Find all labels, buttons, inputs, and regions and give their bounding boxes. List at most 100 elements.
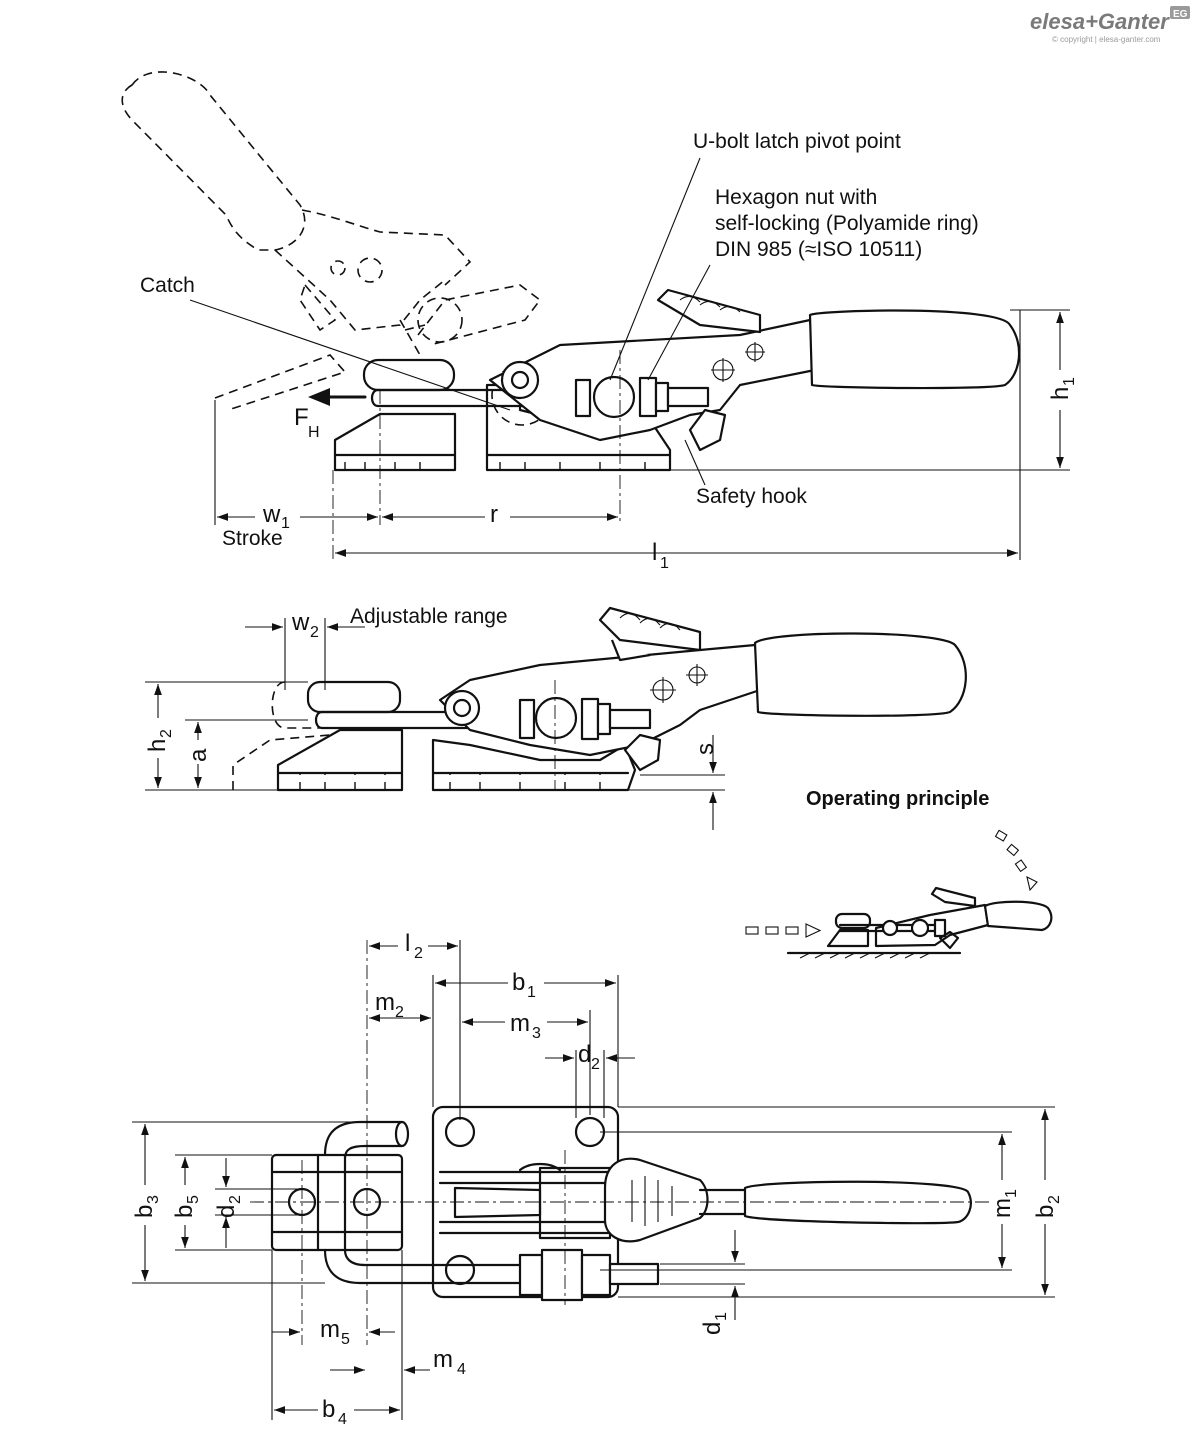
dim-a: a: [185, 748, 212, 762]
svg-text:b: b: [171, 1205, 198, 1218]
dim-b5-sub: 5: [185, 1195, 202, 1204]
mount-hole-tr: [574, 1116, 606, 1148]
dim-d1-sub: 1: [713, 1312, 730, 1321]
label-catch: Catch: [140, 274, 195, 297]
svg-text:2: 2: [395, 1004, 404, 1021]
brand-name-part1: elesa: [1030, 9, 1085, 34]
svg-text:5: 5: [185, 1195, 202, 1204]
dim-l2-sub: 2: [414, 945, 423, 962]
dim-w2: w: [291, 609, 310, 636]
svg-text:d: d: [699, 1322, 726, 1335]
svg-text:w: w: [262, 501, 281, 528]
dim-l2: l: [405, 930, 410, 957]
operating-principle: Operating principle: [745, 788, 1053, 959]
dim-m5: m: [320, 1316, 340, 1343]
dim-d2-left: d: [213, 1205, 240, 1218]
top-lever-handle: [743, 1180, 972, 1225]
dim-h2: h: [144, 739, 171, 752]
middle-lever-handle: [753, 632, 967, 717]
label-u-bolt-pivot: U-bolt latch pivot point: [693, 130, 901, 153]
label-adjustable-range: Adjustable range: [350, 605, 508, 628]
dim-m1-sub: 1: [1003, 1189, 1020, 1198]
label-stroke: Stroke: [222, 527, 283, 550]
svg-text:1: 1: [281, 515, 290, 532]
catch-block: [333, 358, 457, 472]
svg-text:m: m: [510, 1010, 530, 1037]
dim-b3-sub: 3: [145, 1195, 162, 1204]
svg-text:H: H: [308, 424, 320, 441]
dim-b4-sub: 4: [338, 1411, 347, 1428]
svg-text:2: 2: [158, 729, 175, 738]
svg-text:1: 1: [713, 1312, 730, 1321]
brand-copyright: © copyright | elesa-ganter.com: [1052, 35, 1161, 44]
safety-hook: [688, 408, 727, 452]
mount-hole-bl: [444, 1254, 476, 1286]
dim-b4: b: [322, 1396, 335, 1423]
svg-text:4: 4: [338, 1411, 347, 1428]
dim-m2: m: [375, 989, 395, 1016]
dim-w1-sub: 1: [281, 515, 290, 532]
dim-h1-sub: 1: [1061, 377, 1078, 386]
svg-text:b: b: [131, 1205, 158, 1218]
svg-text:2: 2: [310, 624, 319, 641]
side-view: F H Catch U-bolt latch pivot point Hexag…: [121, 71, 1078, 572]
dim-d1: d: [699, 1322, 726, 1335]
svg-text:2: 2: [591, 1056, 600, 1073]
brand-badge-box: [1170, 6, 1190, 19]
svg-text:2: 2: [414, 945, 423, 962]
dim-b1-sub: 1: [527, 984, 536, 1001]
dim-l1: l: [652, 539, 657, 566]
dim-h2-sub: 2: [158, 729, 175, 738]
dim-fh: F: [294, 404, 309, 431]
svg-text:l: l: [405, 930, 410, 957]
top-view: l 2 b 1 m 2 m 3 d 2 b 3: [131, 930, 1063, 1428]
svg-text:3: 3: [145, 1195, 162, 1204]
dim-m4-sub: 4: [457, 1361, 466, 1378]
dim-m5-sub: 5: [341, 1331, 350, 1348]
svg-text:1: 1: [1003, 1189, 1020, 1198]
svg-text:1: 1: [527, 984, 536, 1001]
dim-d2-top-sub: 2: [591, 1056, 600, 1073]
operating-mini-clamp: [786, 886, 1053, 959]
dim-h1: h: [1047, 387, 1074, 400]
dim-m2-sub: 2: [395, 1004, 404, 1021]
dim-r: r: [490, 501, 498, 528]
svg-text:h: h: [144, 739, 171, 752]
dim-m3-sub: 3: [532, 1025, 541, 1042]
svg-text:d: d: [213, 1205, 240, 1218]
mount-hole-tl: [444, 1116, 476, 1148]
svg-text:4: 4: [457, 1361, 466, 1378]
svg-text:m: m: [320, 1316, 340, 1343]
operating-title: Operating principle: [806, 788, 989, 810]
svg-text:d: d: [578, 1041, 591, 1068]
svg-text:m: m: [989, 1198, 1016, 1218]
svg-text:m: m: [375, 989, 395, 1016]
label-hex-nut-line2: self-locking (Polyamide ring): [715, 212, 979, 235]
dim-fh-sub: H: [308, 424, 320, 441]
dim-d2-left-sub: 2: [227, 1195, 244, 1204]
dim-m3: m: [510, 1010, 530, 1037]
dim-m4: m: [433, 1346, 453, 1373]
lever-closed: [488, 288, 1021, 452]
brand-logo: elesa+Ganter EG © copyright | elesa-gant…: [1030, 6, 1190, 44]
dim-s: s: [692, 743, 719, 755]
svg-text:5: 5: [341, 1331, 350, 1348]
lever-handle-grip: [808, 309, 1021, 390]
svg-text:b: b: [322, 1396, 335, 1423]
top-catch-block: [270, 1153, 404, 1252]
dim-b2-sub: 2: [1046, 1195, 1063, 1204]
label-hex-nut-line1: Hexagon nut with: [715, 186, 877, 209]
dim-d2-top: d: [578, 1041, 591, 1068]
dim-w1: w: [262, 501, 281, 528]
svg-text:elesa+Ganter: elesa+Ganter: [1030, 9, 1170, 34]
dim-b1: b: [512, 969, 525, 996]
svg-text:h: h: [1047, 387, 1074, 400]
label-hex-nut-line3: DIN 985 (≈ISO 10511): [715, 238, 922, 261]
dim-l1-sub: 1: [660, 555, 669, 572]
middle-view: Adjustable range w 2 h 2 a s: [144, 605, 967, 830]
operating-arrow-curved: [994, 829, 1038, 892]
svg-text:w: w: [291, 609, 310, 636]
dim-b2: b: [1032, 1205, 1059, 1218]
svg-text:b: b: [512, 969, 525, 996]
brand-name-part2: Ganter: [1098, 9, 1170, 34]
